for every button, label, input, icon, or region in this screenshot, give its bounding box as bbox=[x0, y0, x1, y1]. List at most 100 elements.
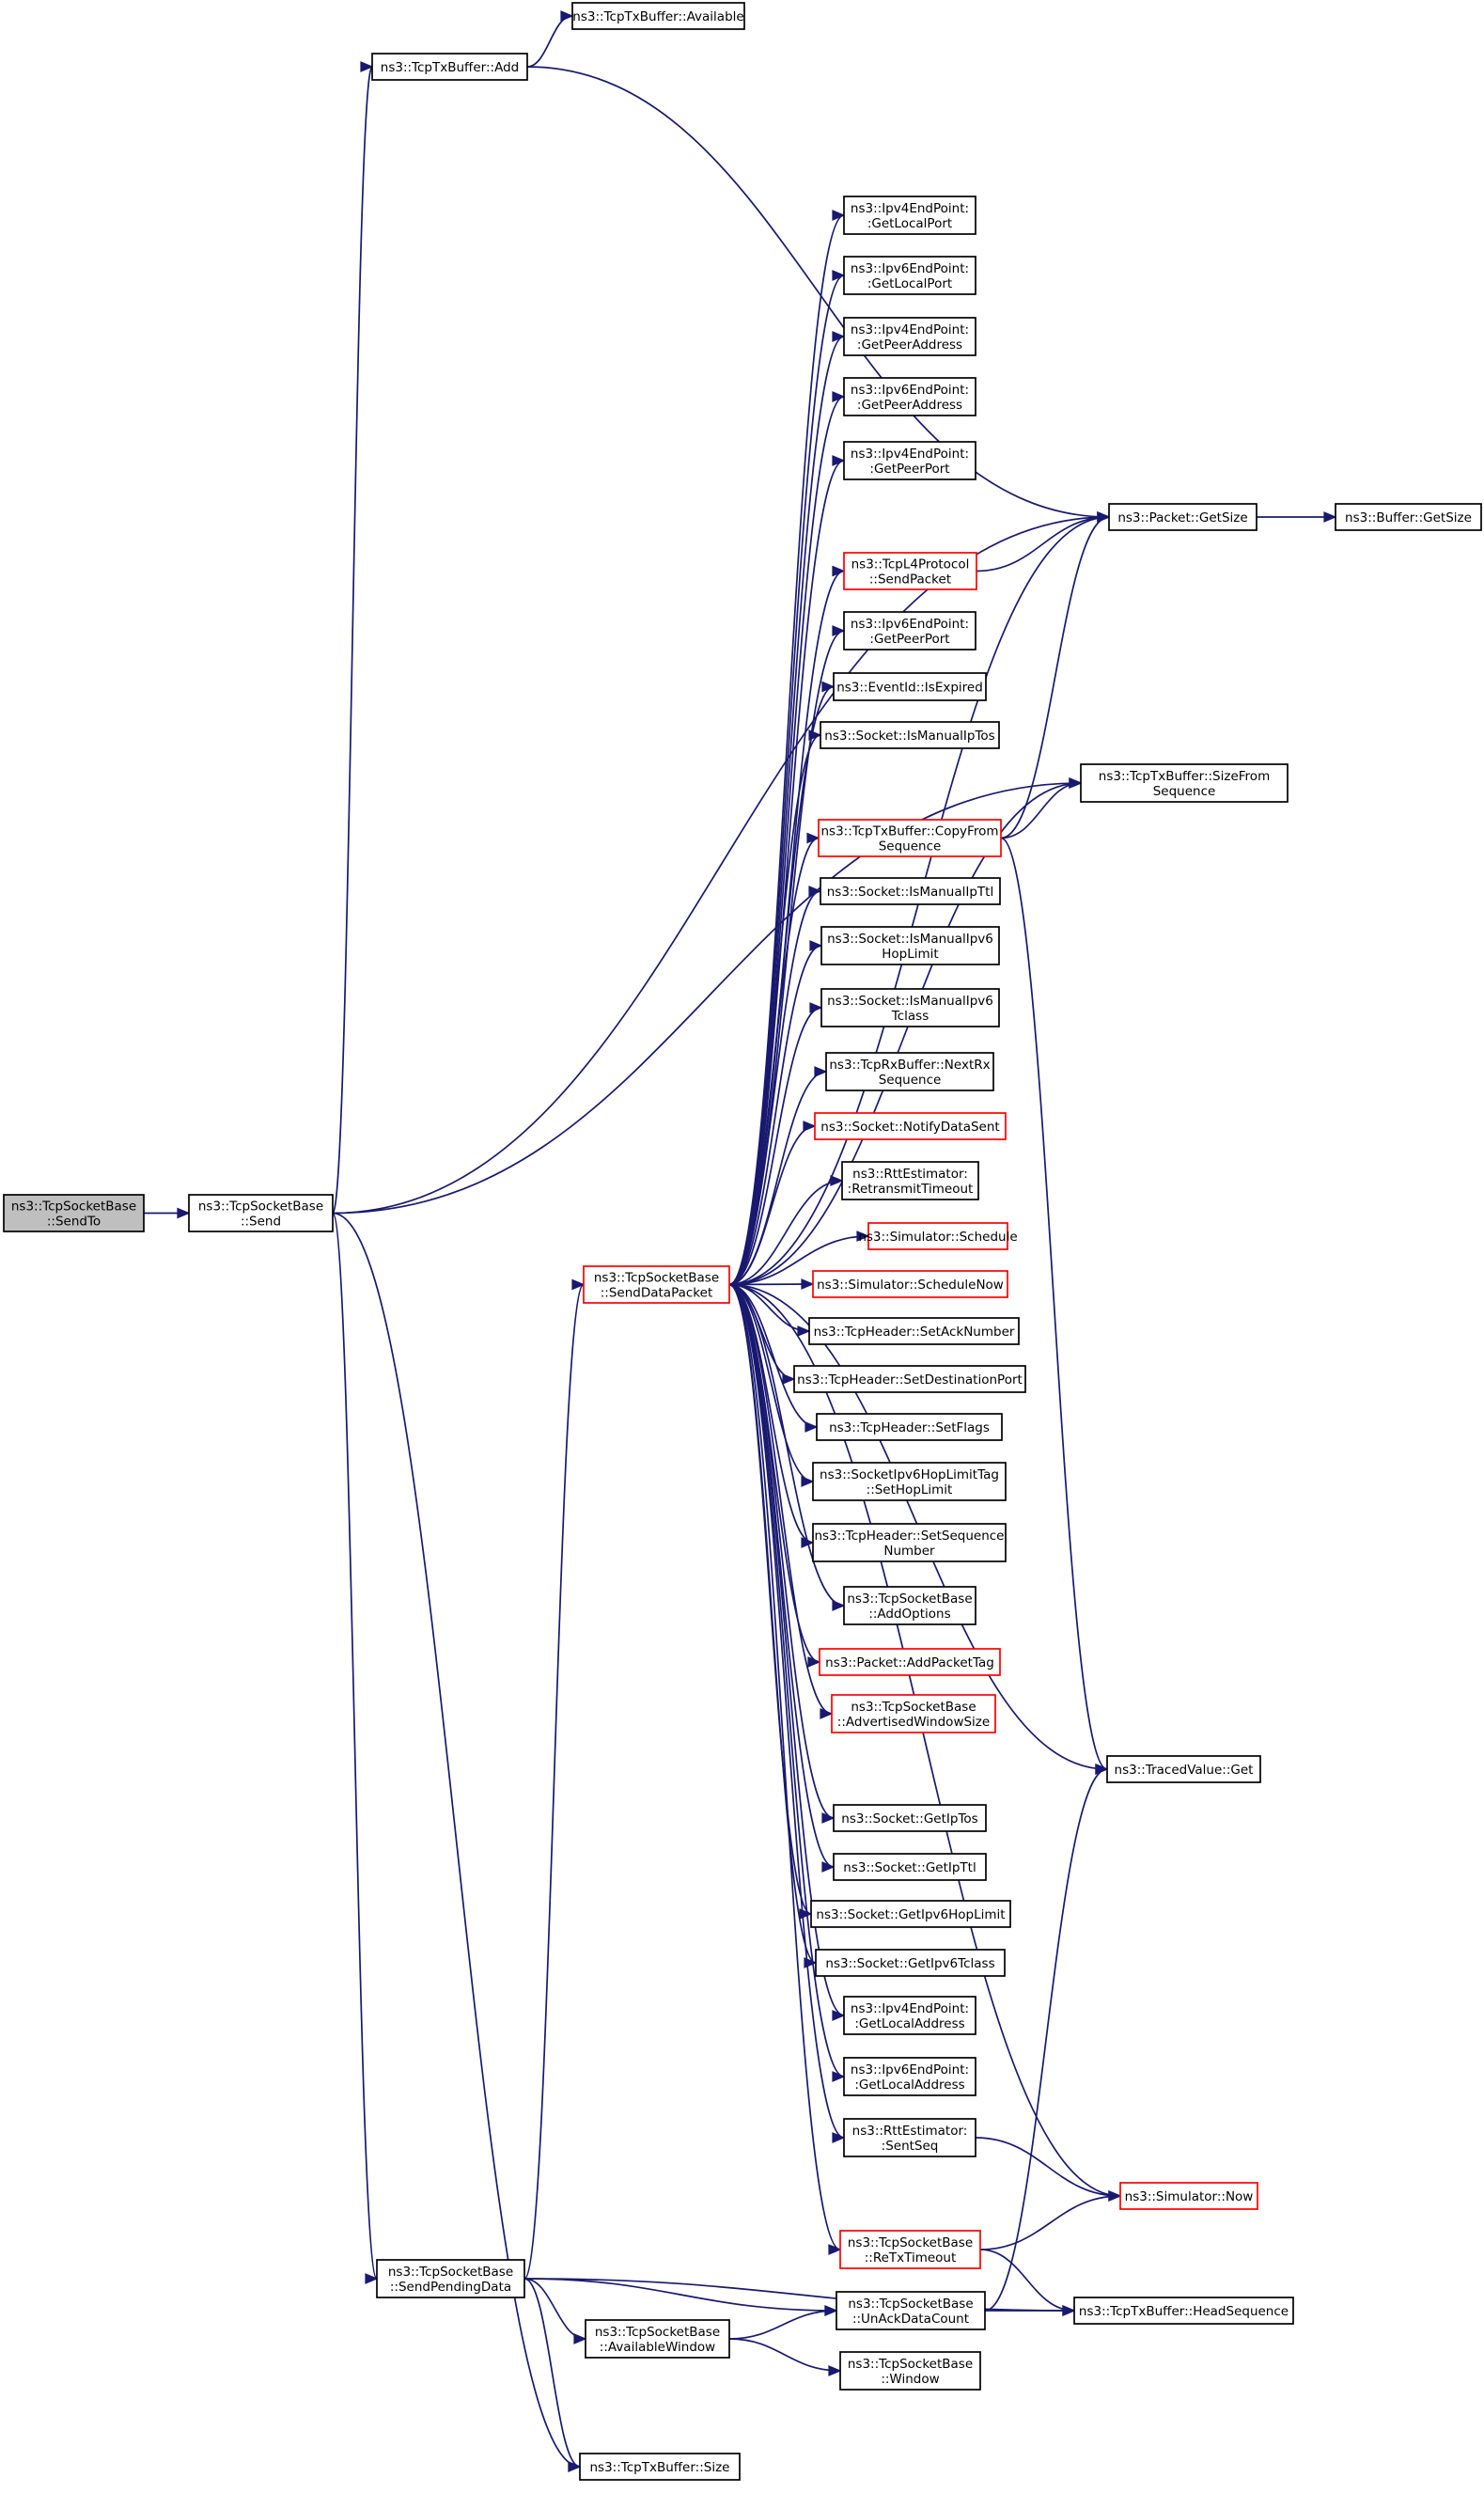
node-add[interactable]: ns3::TcpTxBuffer::Add bbox=[371, 53, 528, 81]
edge-line bbox=[728, 2338, 841, 2372]
node-setack[interactable]: ns3::TcpHeader::SetAckNumber bbox=[808, 1317, 1020, 1345]
node-getipttl[interactable]: ns3::Socket::GetIpTtl bbox=[833, 1853, 987, 1881]
node-label: Sequence bbox=[879, 1073, 942, 1088]
edge-line bbox=[979, 2249, 1075, 2312]
node-label: ns3::TcpTxBuffer::SizeFrom bbox=[1099, 769, 1270, 784]
node-l4send[interactable]: ns3::TcpL4Protocol::SendPacket bbox=[843, 552, 977, 590]
node-setdest[interactable]: ns3::TcpHeader::SetDestinationPort bbox=[793, 1365, 1026, 1393]
node-label: ns3::Ipv4EndPoint: bbox=[851, 201, 969, 216]
edge-senddata-to-addopts bbox=[728, 1283, 846, 1611]
node-box bbox=[816, 1413, 1003, 1441]
node-v6localport[interactable]: ns3::Ipv6EndPoint::GetLocalPort bbox=[843, 256, 976, 295]
node-sendto[interactable]: ns3::TcpSocketBase::SendTo bbox=[3, 1194, 145, 1232]
node-sentseq[interactable]: ns3::RttEstimator::SentSeq bbox=[843, 2118, 976, 2157]
node-getsize[interactable]: ns3::Packet::GetSize bbox=[1108, 503, 1257, 531]
node-label: ns3::TcpSocketBase bbox=[11, 1199, 136, 1215]
node-rto[interactable]: ns3::RttEstimator::RetransmitTimeout bbox=[841, 1161, 979, 1200]
node-manualipttl[interactable]: ns3::Socket::IsManualIpTtl bbox=[820, 877, 1001, 905]
node-v4peerport[interactable]: ns3::Ipv4EndPoint::GetPeerPort bbox=[843, 441, 976, 480]
node-tracedget[interactable]: ns3::TracedValue::Get bbox=[1106, 1755, 1261, 1783]
edge-arrowhead bbox=[820, 1708, 834, 1719]
node-box bbox=[793, 1365, 1026, 1393]
node-available[interactable]: ns3::TcpTxBuffer::Available bbox=[571, 2, 745, 30]
node-label: ns3::TcpSocketBase bbox=[847, 1591, 972, 1607]
edge-line bbox=[728, 837, 820, 1286]
node-send[interactable]: ns3::TcpSocketBase::Send bbox=[188, 1194, 334, 1232]
node-availwin[interactable]: ns3::TcpSocketBase::AvailableWindow bbox=[585, 2319, 730, 2359]
node-window[interactable]: ns3::TcpSocketBase::Window bbox=[839, 2351, 981, 2391]
node-v4localaddr[interactable]: ns3::Ipv4EndPoint::GetLocalAddress bbox=[843, 1996, 976, 2035]
edge-arrowhead bbox=[814, 1066, 828, 1077]
edge-arrowhead bbox=[832, 210, 846, 221]
node-gethop[interactable]: ns3::Socket::GetIpv6HopLimit bbox=[810, 1900, 1011, 1928]
node-box bbox=[1106, 1755, 1261, 1783]
node-label: ns3::TcpHeader::SetFlags bbox=[829, 1420, 990, 1435]
node-label: ns3::TcpHeader::SetDestinationPort bbox=[797, 1372, 1023, 1388]
node-label: ::SetHopLimit bbox=[867, 1482, 953, 1497]
node-label: ns3::Ipv4EndPoint: bbox=[851, 2001, 969, 2016]
node-notifysent[interactable]: ns3::Socket::NotifyDataSent bbox=[814, 1112, 1007, 1140]
node-label: ns3::Simulator::ScheduleNow bbox=[817, 1278, 1004, 1293]
node-label: Sequence bbox=[1153, 784, 1216, 799]
node-manualiptos[interactable]: ns3::Socket::IsManualIpTos bbox=[820, 721, 1000, 749]
node-senddata[interactable]: ns3::TcpSocketBase::SendDataPacket bbox=[583, 1265, 730, 1304]
node-v4peeraddr[interactable]: ns3::Ipv4EndPoint::GetPeerAddress bbox=[843, 317, 976, 356]
node-buffersize[interactable]: ns3::Buffer::GetSize bbox=[1335, 503, 1482, 531]
node-label: ns3::TcpSocketBase bbox=[848, 2297, 973, 2312]
node-retx[interactable]: ns3::TcpSocketBase::ReTxTimeout bbox=[839, 2230, 981, 2269]
node-v4localport[interactable]: ns3::Ipv4EndPoint::GetLocalPort bbox=[843, 196, 976, 235]
edge-arrowhead bbox=[1097, 511, 1111, 523]
node-advwin[interactable]: ns3::TcpSocketBase::AdvertisedWindowSize bbox=[831, 1694, 996, 1733]
edge-send-to-sendpending bbox=[332, 1212, 379, 2284]
edge-arrowhead bbox=[365, 2273, 379, 2284]
node-unack[interactable]: ns3::TcpSocketBase::UnAckDataCount bbox=[836, 2291, 986, 2330]
node-sendpending[interactable]: ns3::TcpSocketBase::SendPendingData bbox=[376, 2259, 525, 2298]
node-v6peerport[interactable]: ns3::Ipv6EndPoint::GetPeerPort bbox=[843, 611, 976, 651]
edge-arrowhead bbox=[809, 940, 823, 951]
edge-arrowhead bbox=[1323, 511, 1337, 523]
node-getiptos[interactable]: ns3::Socket::GetIpTos bbox=[833, 1804, 987, 1832]
node-sethop[interactable]: ns3::SocketIpv6HopLimitTag::SetHopLimit bbox=[812, 1462, 1007, 1501]
edge-arrowhead bbox=[799, 1908, 813, 1920]
edge-arrowhead bbox=[797, 1325, 811, 1337]
edge-arrowhead bbox=[832, 2071, 846, 2082]
node-addtag[interactable]: ns3::Packet::AddPacketTag bbox=[819, 1648, 1001, 1676]
node-schedule[interactable]: ns3::Simulator::Schedule bbox=[858, 1222, 1018, 1250]
node-label: ns3::Socket::IsManualIpv6 bbox=[827, 932, 993, 947]
edge-arrowhead bbox=[824, 2305, 838, 2316]
node-isexpired[interactable]: ns3::EventId::IsExpired bbox=[833, 672, 987, 701]
node-setflags[interactable]: ns3::TcpHeader::SetFlags bbox=[816, 1413, 1003, 1441]
edge-senddata-to-manualipttl bbox=[728, 886, 822, 1286]
edge-senddata-to-manualhop bbox=[728, 940, 823, 1286]
node-now[interactable]: ns3::Simulator::Now bbox=[1119, 2182, 1258, 2210]
edge-arrowhead bbox=[560, 10, 574, 22]
edge-send-to-getsize bbox=[332, 511, 1111, 1215]
node-v6localaddr[interactable]: ns3::Ipv6EndPoint::GetLocalAddress bbox=[843, 2057, 976, 2096]
node-addopts[interactable]: ns3::TcpSocketBase::AddOptions bbox=[843, 1586, 976, 1625]
node-size[interactable]: ns3::TcpTxBuffer::Size bbox=[579, 2453, 741, 2481]
edge-line bbox=[976, 516, 1110, 572]
node-label: ns3::TcpSocketBase bbox=[198, 1199, 323, 1215]
node-label: ns3::TcpTxBuffer::Add bbox=[381, 60, 519, 75]
node-box bbox=[1073, 2297, 1294, 2325]
edge-arrowhead bbox=[821, 681, 836, 693]
node-gettclass[interactable]: ns3::Socket::GetIpv6Tclass bbox=[815, 1949, 1006, 1977]
node-label: :RetransmitTimeout bbox=[848, 1182, 974, 1197]
edge-senddata-to-rto bbox=[728, 1175, 844, 1286]
node-headseq[interactable]: ns3::TcpTxBuffer::HeadSequence bbox=[1073, 2297, 1294, 2325]
node-schedulenow[interactable]: ns3::Simulator::ScheduleNow bbox=[812, 1270, 1008, 1298]
edge-senddata-to-retx bbox=[728, 1283, 842, 2255]
node-label: ns3::RttEstimator: bbox=[852, 2124, 968, 2139]
node-label: ns3::TcpTxBuffer::Size bbox=[589, 2460, 729, 2475]
node-v6peeraddr[interactable]: ns3::Ipv6EndPoint::GetPeerAddress bbox=[843, 377, 976, 416]
edge-arrowhead bbox=[821, 1812, 836, 1824]
call-nodes: ns3::TcpSocketBase::SendTons3::TcpSocket… bbox=[3, 2, 1482, 2481]
node-label: ns3::Ipv4EndPoint: bbox=[851, 447, 969, 462]
node-box bbox=[810, 1900, 1011, 1928]
